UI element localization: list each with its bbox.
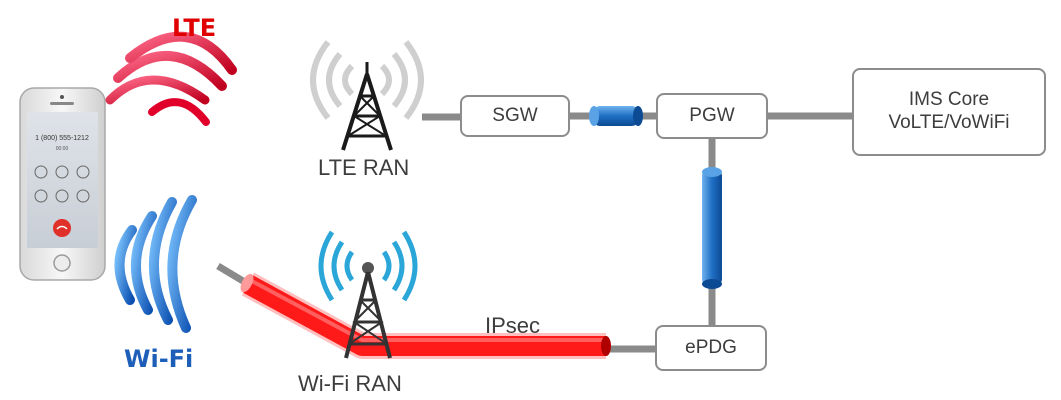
s2b-tunnel (702, 167, 722, 289)
s5-tunnel (589, 106, 643, 126)
ims-core-node: IMS Core VoLTE/VoWiFi (852, 68, 1046, 156)
lte-signal-icon (105, 31, 237, 126)
phone-timer: 00:00 (56, 146, 69, 152)
pgw-node: PGW (656, 93, 768, 139)
wifi-brand-label: Wi-Fi (124, 345, 194, 373)
wifi-ran-label: Wi-Fi RAN (298, 371, 402, 396)
smartphone-icon: 1 (800) 555-1212 00:00 (19, 87, 106, 281)
wifi-signal-icon (114, 195, 197, 333)
wifi-tower-icon (318, 230, 418, 359)
ipsec-tunnel (240, 272, 611, 359)
sgw-node: SGW (460, 95, 570, 137)
cell-tower-icon (310, 40, 424, 151)
lte-ran-label: LTE RAN (318, 155, 410, 180)
epdg-node: ePDG (655, 325, 767, 371)
lte-brand-label: LTE (172, 14, 217, 42)
phone-number: 1 (800) 555-1212 (35, 135, 89, 142)
ipsec-label: IPsec (485, 313, 541, 338)
